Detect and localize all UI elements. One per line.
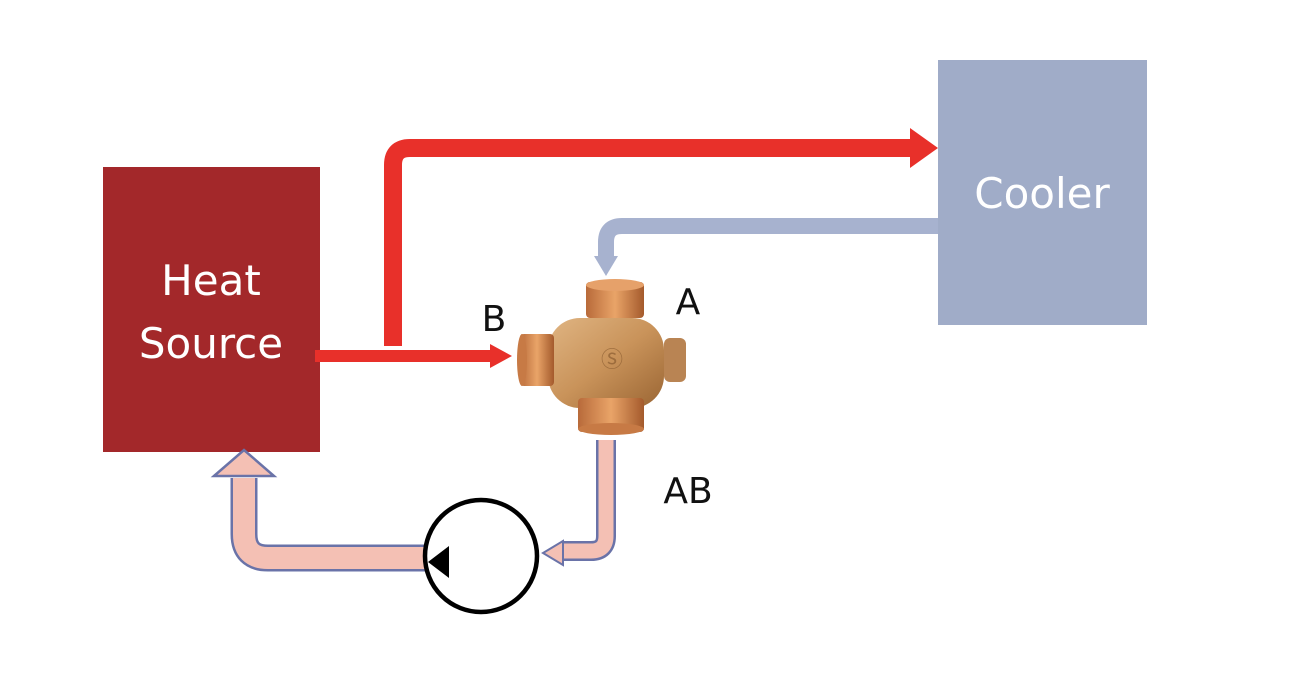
mixed-line-to-heat-source xyxy=(210,448,426,572)
port-ab-label: AB xyxy=(663,471,712,512)
heat-source-box: Heat Source xyxy=(103,167,320,452)
cold-return-line xyxy=(594,218,938,276)
port-b-label: B xyxy=(482,299,507,340)
mixed-to-pump-arrowhead xyxy=(541,539,564,567)
pump-icon xyxy=(422,497,540,615)
cooler-box: Cooler xyxy=(938,60,1147,325)
port-a-label: A xyxy=(676,282,701,323)
hot-supply-arrowhead xyxy=(910,128,938,168)
heat-source-label-line2: Source xyxy=(139,319,283,368)
cooler-label: Cooler xyxy=(974,169,1110,218)
mixed-line-to-pump xyxy=(541,440,616,567)
cold-return-arrowhead xyxy=(594,256,618,276)
hot-bypass-line xyxy=(315,344,512,368)
return-to-heat-source-arrowhead xyxy=(210,448,278,478)
heat-source-label-line1: Heat xyxy=(161,256,261,305)
svg-text:Ⓢ: Ⓢ xyxy=(601,348,623,373)
three-way-valve-icon: Ⓢ xyxy=(517,279,686,435)
hot-bypass-arrowhead xyxy=(490,344,512,368)
hot-supply-line xyxy=(384,128,938,346)
